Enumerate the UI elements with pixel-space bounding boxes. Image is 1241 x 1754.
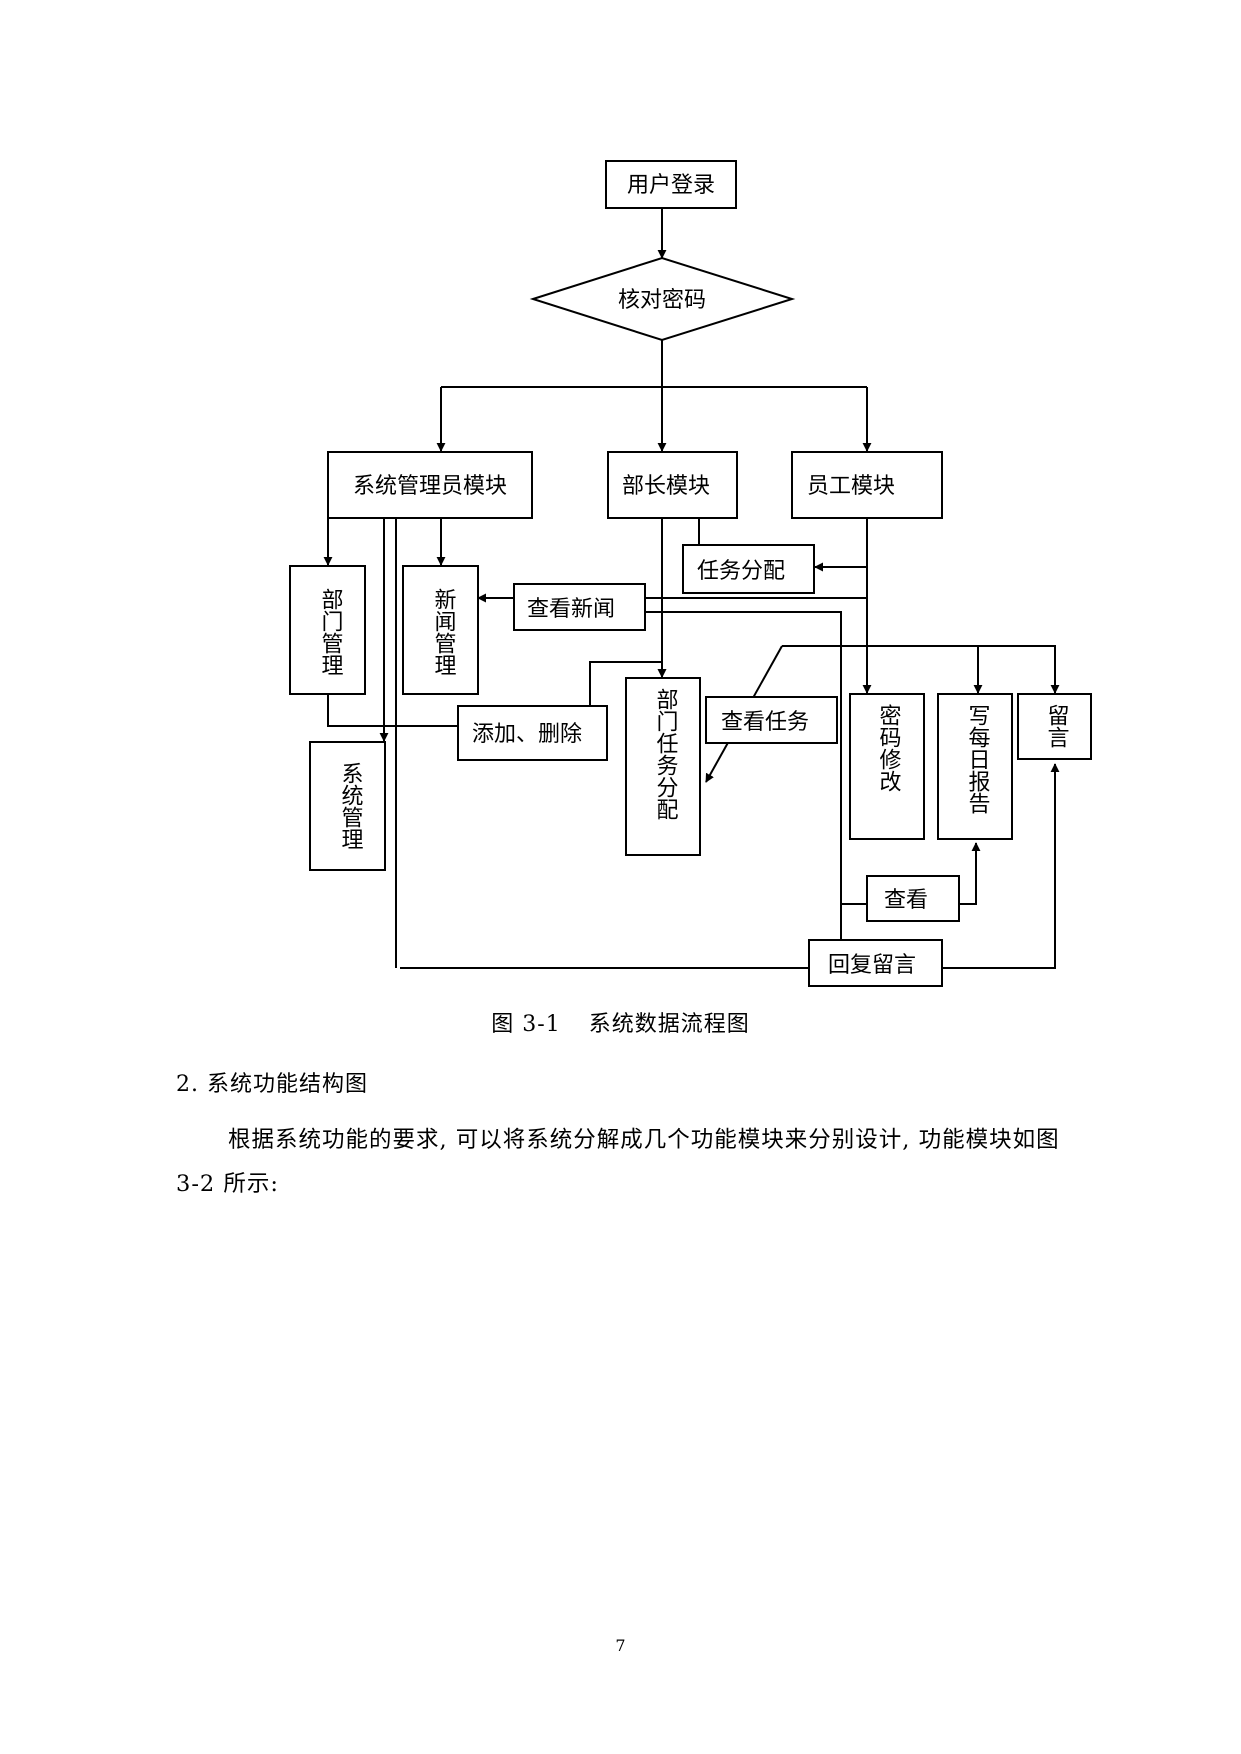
node-message: 留言 bbox=[1017, 693, 1092, 760]
node-view-task: 查看任务 bbox=[705, 696, 838, 744]
node-minister: 部长模块 bbox=[607, 451, 738, 519]
edge-staff-task-assign bbox=[814, 518, 868, 572]
node-task-assign-label: 任务分配 bbox=[697, 559, 785, 584]
node-staff: 员工模块 bbox=[791, 451, 943, 519]
node-daily-report-label: 写每日报告 bbox=[965, 704, 991, 814]
node-news-mgmt-label: 新闻管理 bbox=[431, 588, 457, 676]
node-reply-label: 回复留言 bbox=[828, 953, 916, 978]
node-pwd-change-label: 密码修改 bbox=[876, 704, 902, 792]
node-view: 查看 bbox=[866, 875, 960, 922]
node-task-assign: 任务分配 bbox=[682, 544, 815, 594]
node-pwd-change: 密码修改 bbox=[849, 693, 925, 840]
node-minister-label: 部长模块 bbox=[622, 474, 710, 499]
node-check: 核对密码 bbox=[529, 256, 796, 342]
node-view-label: 查看 bbox=[884, 888, 928, 913]
edge-dept-mgmt-add bbox=[327, 694, 458, 727]
node-sys-mgmt-label: 系统管理 bbox=[338, 762, 364, 850]
node-login-label: 用户登录 bbox=[627, 173, 715, 198]
edge-news-to-view bbox=[645, 611, 842, 968]
data-flow-diagram: 用户登录 核对密码 系统管理员模块 部长模块 员工模块 任务分配 部门管理 新闻… bbox=[289, 160, 1092, 987]
node-sys-mgmt: 系统管理 bbox=[309, 741, 386, 871]
node-login: 用户登录 bbox=[605, 160, 737, 209]
node-reply: 回复留言 bbox=[808, 939, 943, 987]
node-check-label: 核对密码 bbox=[618, 288, 706, 313]
node-admin: 系统管理员模块 bbox=[327, 451, 533, 519]
edge-reply-message bbox=[942, 763, 1060, 969]
node-view-news-label: 查看新闻 bbox=[527, 597, 615, 622]
node-view-task-label: 查看任务 bbox=[721, 710, 809, 735]
node-message-label: 留言 bbox=[1044, 704, 1069, 748]
node-staff-label: 员工模块 bbox=[807, 474, 895, 499]
figure-title: 系统数据流程图 bbox=[588, 1012, 750, 1037]
node-dept-task: 部门任务分配 bbox=[625, 677, 701, 856]
figure-caption: 图 3-1 系统数据流程图 bbox=[0, 1006, 1241, 1038]
section-heading: 2. 系统功能结构图 bbox=[176, 1072, 368, 1097]
node-dept-mgmt: 部门管理 bbox=[289, 565, 366, 695]
edge-top-bar bbox=[782, 645, 1060, 694]
node-add-delete: 添加、删除 bbox=[457, 705, 608, 761]
node-news-mgmt: 新闻管理 bbox=[402, 565, 479, 695]
body-paragraph: 根据系统功能的要求, 可以将系统分解成几个功能模块来分别设计, 功能模块如图 3… bbox=[176, 1127, 1060, 1197]
node-dept-mgmt-label: 部门管理 bbox=[318, 588, 344, 676]
edge-view-report bbox=[960, 842, 981, 905]
node-daily-report: 写每日报告 bbox=[937, 693, 1013, 840]
node-add-delete-label: 添加、删除 bbox=[472, 722, 582, 747]
node-admin-label: 系统管理员模块 bbox=[353, 474, 507, 499]
node-view-news: 查看新闻 bbox=[513, 583, 646, 631]
figure-number: 图 3-1 bbox=[491, 1012, 561, 1037]
page-number: 7 bbox=[615, 1636, 626, 1655]
node-dept-task-label: 部门任务分配 bbox=[653, 688, 679, 820]
